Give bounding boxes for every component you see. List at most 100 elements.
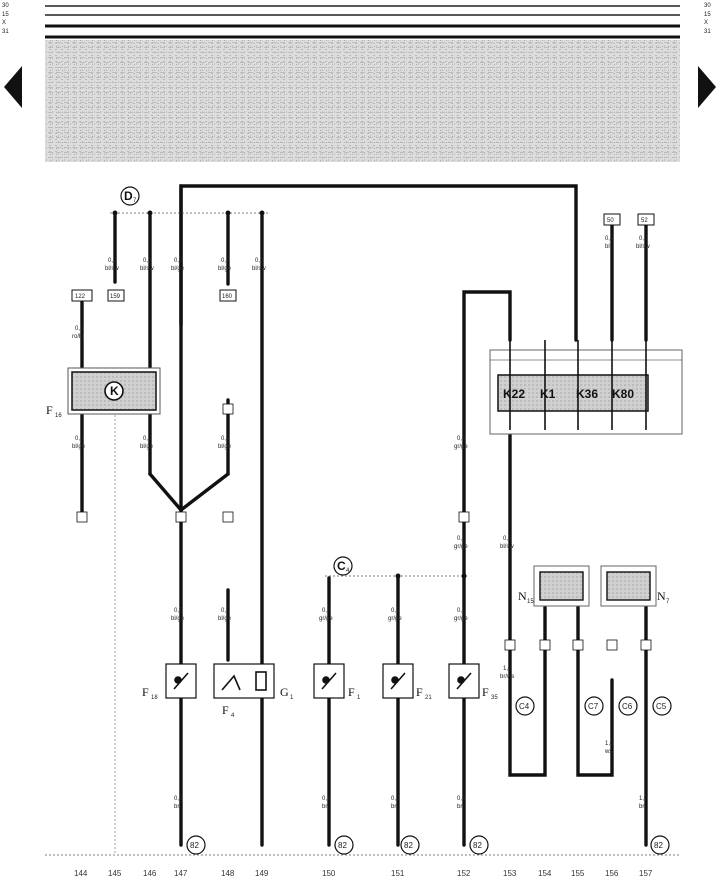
header-label: 15 [2, 11, 9, 18]
ref-box-50 [603, 213, 621, 226]
wire-gauge: 0,5 [457, 536, 466, 542]
indicator-k1: K1 [540, 387, 556, 401]
c-connector-label: C5 [656, 702, 667, 711]
wire-gauge: 0,5 [174, 796, 183, 802]
component-f1-sub: 1 [357, 695, 361, 701]
wire-color: bl/ge [171, 616, 185, 622]
ground-label: 82 [190, 841, 199, 850]
wire-gauge: 0,5 [391, 796, 400, 802]
wire-gauge: 0,5 [143, 436, 152, 442]
ref-box-text: 160 [222, 294, 233, 300]
connector-d-sub: 7 [133, 198, 137, 204]
wires [80, 184, 648, 847]
header-bus [45, 5, 680, 162]
switch-symbols [173, 671, 472, 691]
ref-box-text: 159 [110, 294, 121, 300]
component-f4-label: F [222, 703, 229, 717]
component-n15-label: N [518, 589, 527, 603]
component-g1-label: G [280, 685, 289, 699]
wire-gauge: 0,5 [174, 258, 183, 264]
left-arrow-icon[interactable] [4, 66, 22, 108]
wire-color: ro/bl [72, 334, 84, 340]
header-label: 15 [704, 11, 711, 18]
wire-color: bl/sw [105, 266, 119, 272]
dashed-links [45, 212, 680, 856]
wire-color: br [174, 804, 179, 810]
wire-color: ws [604, 749, 612, 755]
column-number: 148 [221, 869, 235, 878]
wire-gauge: 0,5 [75, 326, 84, 332]
wire-color: gr/ge [319, 616, 333, 622]
wire-color: bl/sw [636, 244, 650, 250]
column-number: 146 [143, 869, 157, 878]
switch-f18 [165, 663, 197, 699]
wire-gauge: 0,5 [639, 236, 648, 242]
component-g1-sub: 1 [290, 695, 294, 701]
indicator-k80: K80 [612, 387, 634, 401]
component-f1-label: F [348, 685, 355, 699]
wire-color: br/ws [500, 674, 514, 680]
ref-box-text: 122 [75, 294, 86, 300]
relay-k-label: K [110, 384, 119, 398]
wire-gauge: 0,5 [221, 608, 230, 614]
pin-markers [76, 403, 652, 651]
header-label: 31 [2, 28, 9, 35]
junction-dots [112, 210, 467, 579]
wire-color: bl [605, 244, 610, 250]
c-connector-circles [515, 696, 672, 716]
ref-box-159 [107, 289, 125, 302]
component-f35-sub: 35 [491, 695, 498, 701]
connector-d-label: D [124, 189, 133, 203]
wire-color: bl/ge [72, 444, 86, 450]
column-number: 147 [174, 869, 188, 878]
right-arrow-icon[interactable] [698, 66, 716, 108]
component-f16-label: F [46, 403, 53, 417]
column-number: 150 [322, 869, 336, 878]
wire-color: bl/ge [171, 266, 185, 272]
wire-gauge: 0,5 [174, 608, 183, 614]
header-label: 30 [704, 3, 711, 9]
column-number: 149 [255, 869, 269, 878]
wire-gauge: 0,5 [457, 436, 466, 442]
wire-gauge: 0,5 [221, 436, 230, 442]
connector-c-label: C [337, 559, 346, 573]
wire-gauge: 0,5 [221, 258, 230, 264]
wire-color: bl/sw [140, 266, 154, 272]
footer-columns: 144 145 146 147 148 149 150 151 152 153 … [74, 869, 653, 878]
component-f18-sub: 18 [151, 695, 158, 701]
wire-gauge: 0,5 [605, 236, 614, 242]
ground-label: 82 [654, 841, 663, 850]
relay-module-k [67, 367, 161, 415]
ref-boxes [71, 213, 655, 302]
wire-gauge: 0,5 [391, 608, 400, 614]
header-label: 30 [2, 3, 9, 9]
wire-color: gr/ge [454, 444, 468, 450]
header-label: X [2, 20, 7, 26]
column-number: 153 [503, 869, 517, 878]
c-connector-label: C6 [622, 702, 633, 711]
component-n7-label: N [657, 589, 666, 603]
header-right-labels: 30 15 X 31 [704, 2, 718, 36]
wire-color: gr/ge [454, 544, 468, 550]
ref-box-text: 50 [607, 218, 614, 224]
wire-color: bl/ge [218, 616, 232, 622]
wire-color: br [457, 804, 462, 810]
column-number: 145 [108, 869, 122, 878]
component-f21-sub: 21 [425, 695, 432, 701]
header-label: X [704, 20, 709, 26]
wire-color: br [322, 804, 327, 810]
column-number: 156 [605, 869, 619, 878]
wire-color: bl/ge [140, 444, 154, 450]
wire-gauge: 0,5 [255, 258, 264, 264]
c-connector-label: C4 [519, 702, 530, 711]
ref-box-52 [637, 213, 655, 226]
component-n15-sub: 15 [527, 599, 534, 605]
wire-gauge: 0,5 [322, 796, 331, 802]
ground-label: 82 [404, 841, 413, 850]
wire-gauge: 1,0 [639, 796, 648, 802]
wire-color: br [639, 804, 644, 810]
header-left-labels: 30 15 X 31 [2, 2, 16, 36]
component-f16-sub: 16 [55, 413, 62, 419]
